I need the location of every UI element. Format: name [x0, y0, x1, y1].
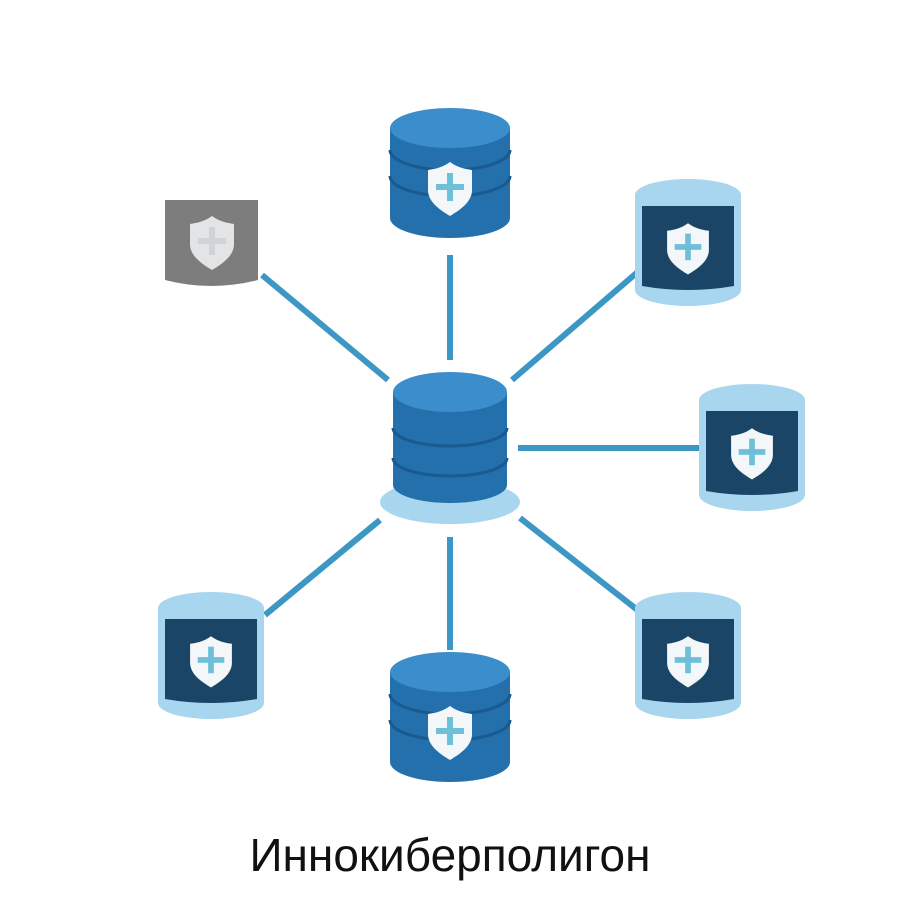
link-bottom-left-node [263, 517, 382, 618]
bottom-database-node [388, 650, 512, 784]
top-right-node [635, 179, 741, 306]
bottom-left-node [158, 592, 264, 719]
link-gray-node [260, 272, 390, 383]
link-top-right-node [510, 267, 642, 383]
bottom-right-node [635, 592, 741, 719]
diagram-title: Иннокиберполигон [249, 829, 651, 881]
link-bottom-right-node [518, 515, 642, 615]
central-database-node [380, 372, 520, 524]
gray-inactive-node [165, 200, 258, 286]
right-node [699, 384, 805, 511]
top-database-node [388, 106, 512, 240]
